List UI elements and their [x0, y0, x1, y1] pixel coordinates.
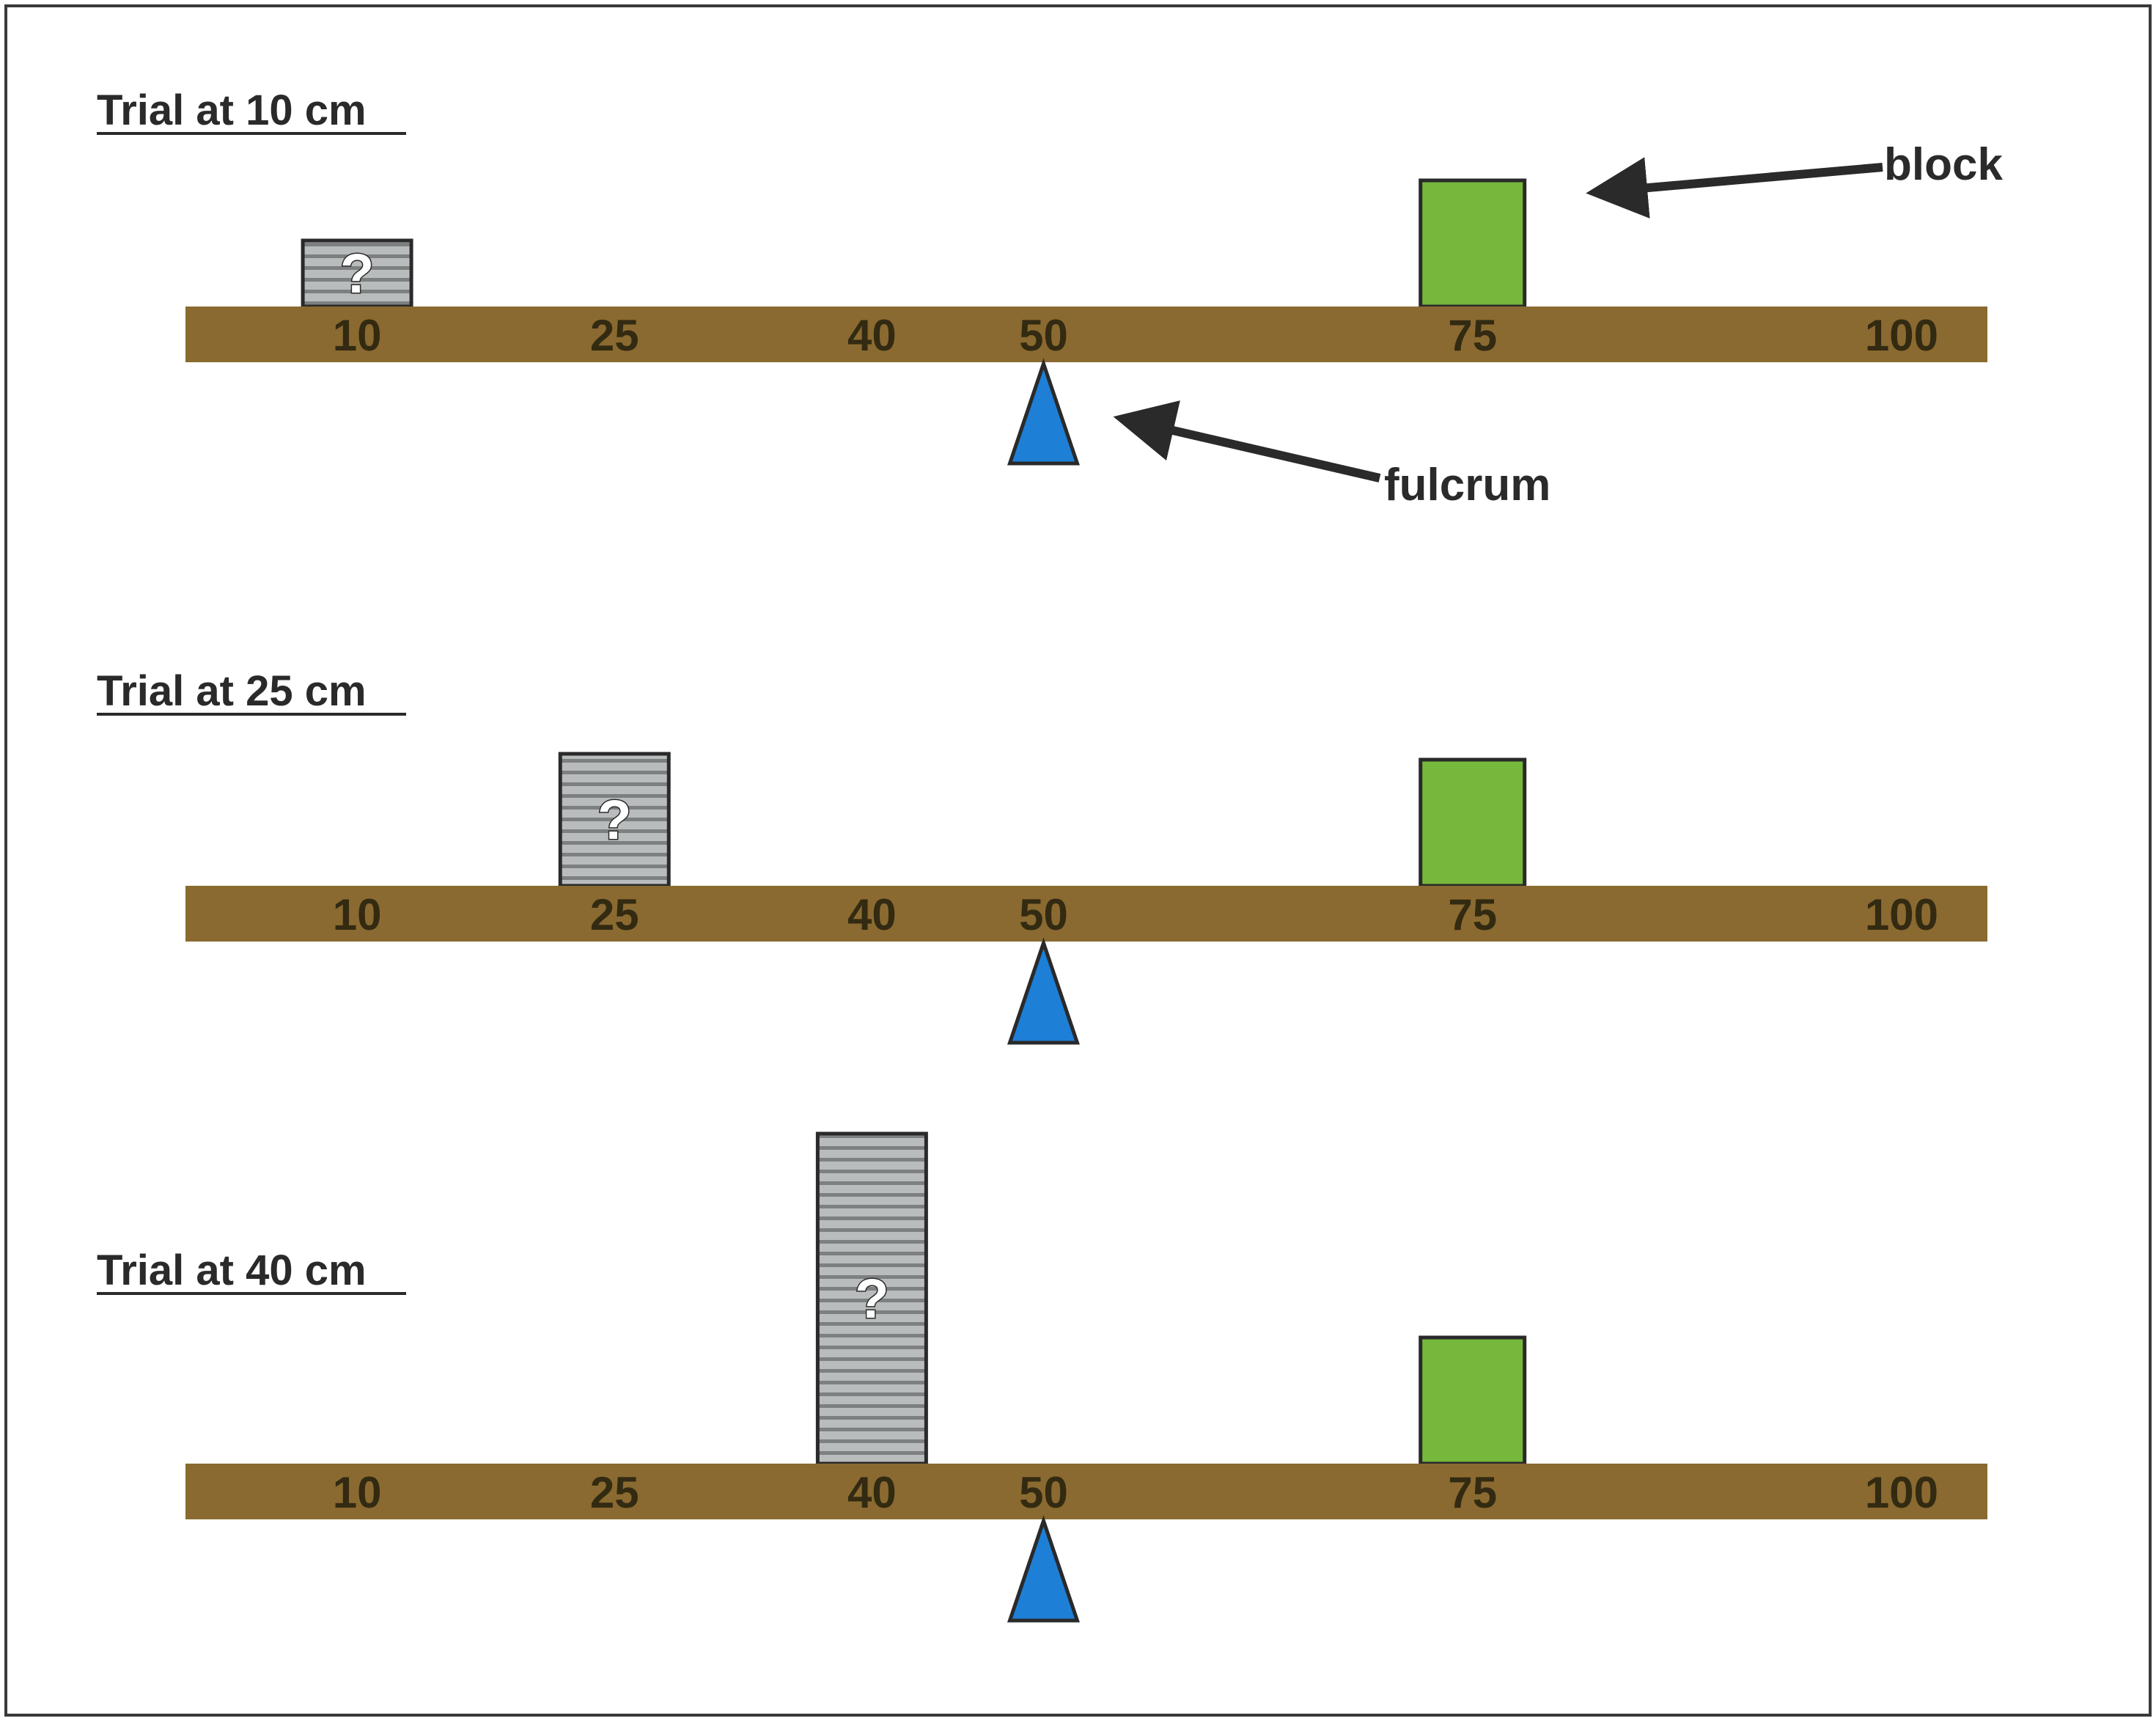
scale-tick-label: 50: [1019, 311, 1068, 360]
unknown-weight-symbol: ?: [855, 1268, 888, 1330]
scale-tick-label: 40: [847, 311, 897, 360]
scale-tick-label: 100: [1865, 1468, 1938, 1517]
scale-tick-label: 25: [590, 890, 639, 939]
trial-1: Trial at 10 cm? 10 25 40 50 75 100: [97, 87, 1987, 466]
scale-tick-label: 75: [1448, 890, 1497, 939]
scale-tick-label: 10: [333, 1468, 382, 1517]
scale-tick-label: 75: [1448, 311, 1497, 360]
block-label: block: [1884, 139, 2003, 190]
trial-2: Trial at 25 cm? 10 25 40 50 75 100: [97, 667, 1987, 1045]
figure-border: [4, 4, 2152, 1717]
unknown-weight-symbol: ?: [597, 789, 631, 851]
fulcrum-label: fulcrum: [1384, 460, 1550, 510]
scale-tick-label: 50: [1019, 1468, 1068, 1517]
fulcrum-arrow: [1113, 400, 1381, 482]
meter-stick-beam: [185, 1464, 1987, 1519]
fulcrum-triangle: [1007, 937, 1080, 1045]
fulcrum-triangle: [1007, 1515, 1080, 1623]
unknown-weight: [301, 238, 413, 309]
green-block: [1419, 178, 1527, 309]
trial-title: Trial at 10 cm: [97, 87, 367, 134]
unknown-weight: [558, 752, 671, 888]
scale-tick-label: 40: [847, 890, 897, 939]
scale-tick-label: 100: [1865, 890, 1938, 939]
green-block: [1419, 757, 1527, 888]
scale-tick-label: 25: [590, 1468, 639, 1517]
trial-title: Trial at 25 cm: [97, 667, 367, 715]
unknown-weight: [815, 1131, 928, 1466]
scale-tick-label: 50: [1019, 890, 1068, 939]
fulcrum-callout: fulcrum: [1113, 400, 1550, 510]
fulcrum-triangle: [1007, 358, 1080, 466]
trial-3: Trial at 40 cm? 10 25 40 50 75 100: [97, 1131, 1987, 1623]
unknown-weight-symbol: ?: [340, 243, 374, 305]
green-block: [1419, 1335, 1527, 1466]
meter-stick-beam: [185, 886, 1987, 942]
trial-title: Trial at 40 cm: [97, 1247, 367, 1294]
scale-tick-label: 40: [847, 1468, 897, 1517]
scale-tick-label: 75: [1448, 1468, 1497, 1517]
meter-stick-beam: [185, 307, 1987, 362]
block-arrow: [1586, 157, 1883, 219]
scale-tick-label: 10: [333, 890, 382, 939]
scale-tick-label: 100: [1865, 311, 1938, 360]
scale-tick-label: 10: [333, 311, 382, 360]
scale-tick-label: 25: [590, 311, 639, 360]
block-callout: block: [1586, 139, 2003, 219]
